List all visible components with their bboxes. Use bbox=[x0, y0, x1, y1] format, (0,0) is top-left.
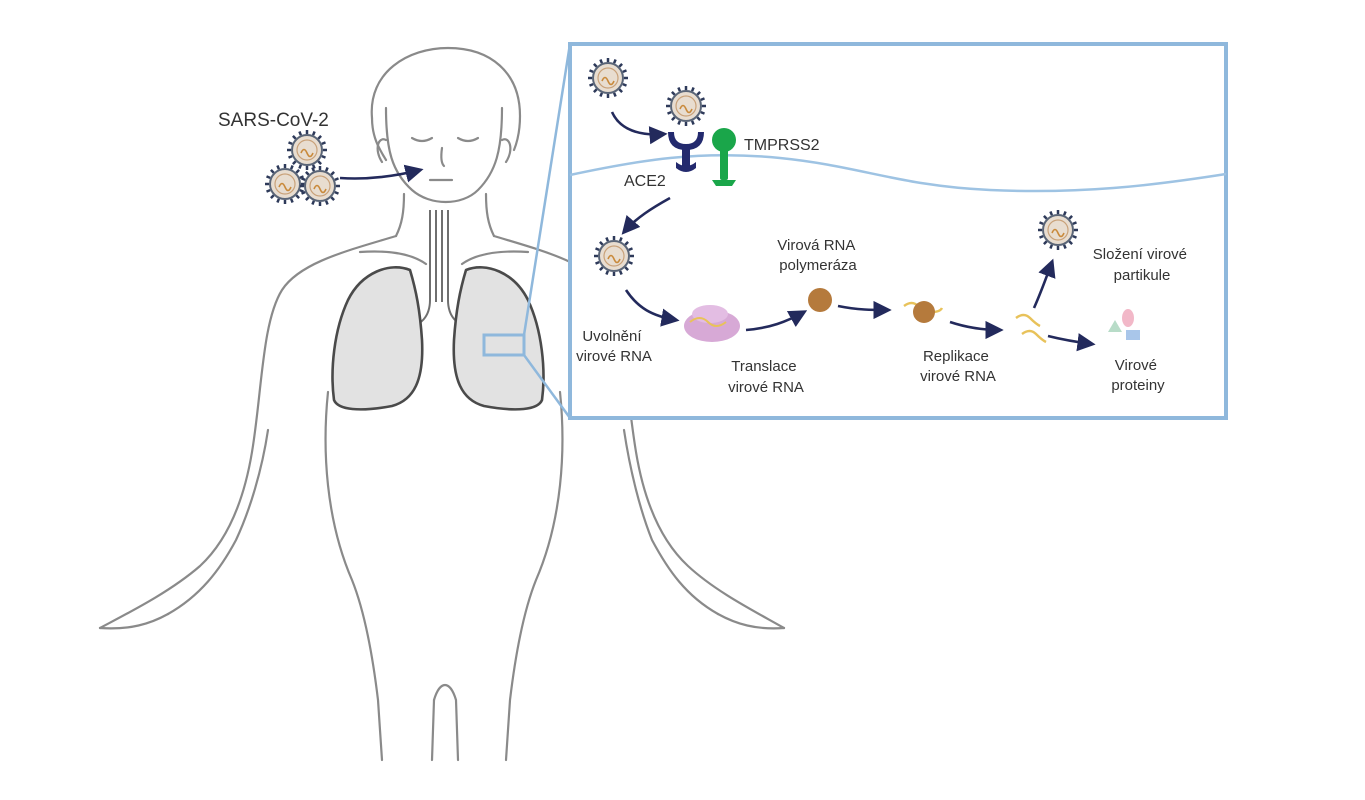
virus-icon bbox=[664, 84, 708, 128]
human-body-outline bbox=[98, 46, 786, 762]
virus-icon bbox=[1036, 208, 1080, 252]
release-arrow bbox=[624, 289, 680, 327]
virus-icon bbox=[592, 234, 636, 278]
protein-arrow bbox=[1047, 333, 1096, 352]
polymerase-label: Virová RNA polymeráza bbox=[777, 237, 858, 274]
virus-icon bbox=[263, 162, 307, 206]
inhaled-virus-group bbox=[263, 128, 342, 208]
tmprss2-label: TMPRSS2 bbox=[744, 137, 820, 154]
inhalation-arrow bbox=[339, 164, 424, 183]
assembly-label: Složení virové partikule bbox=[1093, 246, 1191, 284]
rna-strand-icon bbox=[1015, 313, 1047, 344]
translation-label: Translace virové RNA bbox=[728, 358, 804, 396]
proteins-label: Virové proteiny bbox=[1111, 357, 1165, 394]
virus-icon bbox=[586, 56, 630, 100]
replication-label: Replikace virové RNA bbox=[920, 348, 996, 385]
replication-arrow bbox=[949, 320, 1004, 340]
rna-strand-icon bbox=[903, 301, 944, 323]
zoom-region-marker bbox=[482, 333, 526, 357]
polymerase-icon bbox=[808, 288, 832, 312]
right-lung bbox=[452, 266, 545, 411]
ribosome-icon bbox=[684, 305, 740, 342]
ace2-receptor-icon bbox=[668, 132, 704, 172]
cell-membrane bbox=[569, 153, 1227, 193]
zoom-line-bottom bbox=[522, 354, 572, 419]
translation-arrow bbox=[745, 310, 808, 332]
virus-name-label: SARS-CoV-2 bbox=[218, 110, 329, 131]
tmprss2-protease-icon bbox=[712, 128, 736, 186]
polymerase-arrow bbox=[837, 300, 892, 320]
zoom-line-top bbox=[522, 43, 572, 336]
ace2-label: ACE2 bbox=[624, 173, 666, 190]
lungs bbox=[331, 266, 545, 411]
virus-icon bbox=[285, 128, 329, 172]
rna-release-label: Uvolnění virové RNA bbox=[576, 328, 652, 365]
assembly-arrow bbox=[1032, 258, 1056, 309]
protein-icon bbox=[1108, 309, 1140, 340]
entry-arrow bbox=[610, 111, 668, 145]
internalization-arrow bbox=[621, 196, 671, 235]
left-lung bbox=[331, 266, 424, 411]
virus-icon bbox=[298, 164, 342, 208]
